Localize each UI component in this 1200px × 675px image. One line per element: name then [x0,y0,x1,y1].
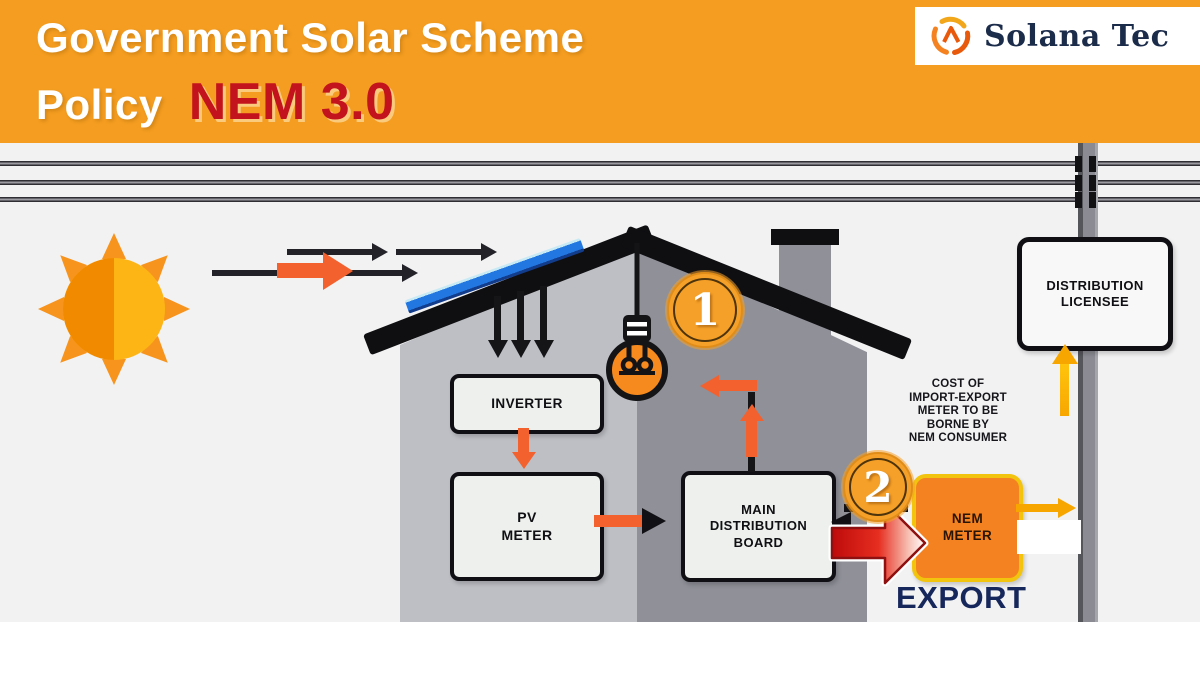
main-distribution-board-label: MAIN DISTRIBUTION BOARD [709,502,808,550]
bottom-white-strip [0,622,1200,675]
export-arrow-icon [828,496,930,592]
bulb-icon [604,243,670,408]
inverter-label: INVERTER [491,395,563,411]
grid-up-arrow [1060,364,1069,416]
brand-logo-icon [928,13,974,59]
export-label: EXPORT [896,580,1027,615]
pv-meter-box: PV METER [450,472,604,581]
to-load-arrow [719,380,757,391]
step-1-number: 1 [689,284,721,336]
page-title-line2: Policy NEM 3.0 [36,72,395,132]
insulator-icon [1075,156,1082,172]
sun-icon [34,229,194,389]
sunlight-arrow [396,249,481,255]
brand-name: Solana Tec [984,18,1170,54]
insulator-icon [1089,175,1096,191]
brand-logo: Solana Tec [915,7,1200,65]
solar-energy-arrow [277,263,323,278]
insulator-icon [1089,192,1096,208]
distribution-licensee-box: DISTRIBUTION LICENSEE [1017,237,1173,351]
nem-meter-label: NEM METER [942,511,993,543]
inverter-box: INVERTER [450,374,604,434]
inverter-to-pv-arrow [518,428,529,452]
white-patch [1017,520,1081,554]
pv-to-mdb-arrowhead [642,508,666,534]
cost-note: COST OF IMPORT-EXPORT METER TO BE BORNE … [908,378,1008,444]
distribution-licensee-label: DISTRIBUTION LICENSEE [1046,277,1144,309]
power-line [0,180,1200,185]
insulator-icon [1089,156,1096,172]
dc-flow-arrow [494,296,501,340]
nem-to-grid-arrow [1016,504,1058,512]
title-nem-highlight: NEM 3.0 [188,73,395,131]
main-distribution-board-box: MAIN DISTRIBUTION BOARD [681,471,836,582]
chimney-cap [771,229,839,245]
dc-flow-arrow [517,291,524,340]
dc-flow-arrow [540,286,547,340]
insulator-icon [1075,175,1082,191]
utility-pole [1078,143,1098,622]
title-policy-text: Policy [36,81,163,128]
pv-to-mdb-arrow [594,515,642,527]
pv-meter-label: PV METER [501,509,553,543]
page-title-line1: Government Solar Scheme [36,14,585,61]
header-band: Government Solar Scheme Policy NEM 3.0 [0,0,1200,143]
power-line [0,197,1200,202]
step-2-badge: 2 [843,452,913,522]
mdb-up-arrow [746,421,757,457]
insulator-icon [1075,192,1082,208]
step-2-number: 2 [863,462,893,512]
power-line [0,161,1200,166]
step-1-badge: 1 [667,272,743,348]
